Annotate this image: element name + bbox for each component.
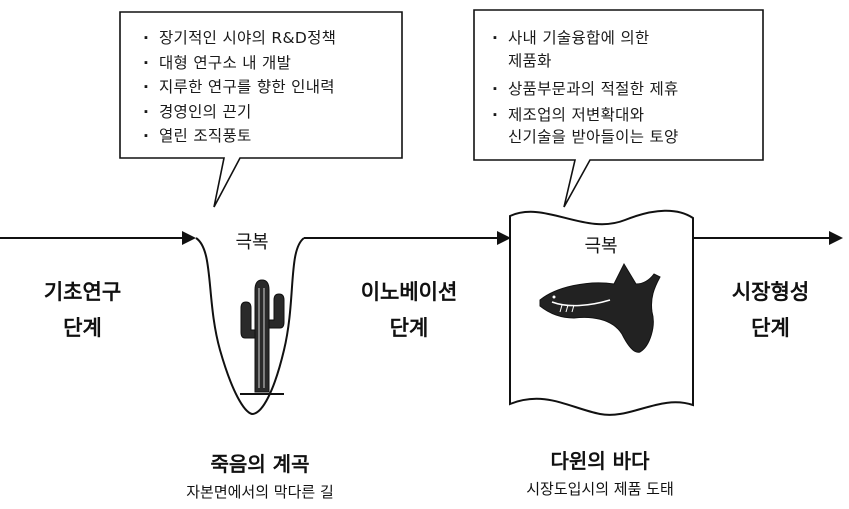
stage-innovation: 이노베이션 단계 bbox=[360, 280, 458, 340]
list-item: 경영인의 끈기 bbox=[141, 100, 336, 125]
cactus-icon bbox=[240, 279, 285, 395]
valley-of-death-subtitle: 자본면에서의 막다른 길 bbox=[186, 483, 334, 501]
bubble-right-list: 사내 기술융합에 의한 제품화 상품부문과의 적절한 제휴 제조업의 저변확대와… bbox=[490, 27, 679, 149]
darwin-sea-title: 다윈의 바다 bbox=[550, 449, 650, 473]
stage-basic-research: 기초연구 단계 bbox=[43, 280, 122, 340]
list-item: 대형 연구소 내 개발 bbox=[141, 51, 336, 76]
bubble-left-list: 장기적인 시야의 R&D정책 대형 연구소 내 개발 지루한 연구를 향한 인내… bbox=[141, 26, 336, 149]
darwin-sea-subtitle: 시장도입시의 제품 도태 bbox=[526, 480, 674, 498]
valley-of-death-title: 죽음의 계곡 bbox=[210, 452, 310, 476]
list-item: 상품부문과의 적절한 제휴 bbox=[490, 78, 679, 101]
list-item: 사내 기술융합에 의한 제품화 bbox=[490, 27, 679, 72]
valley-of-death-shape bbox=[195, 237, 305, 416]
flow-arrow-line bbox=[0, 231, 843, 245]
list-item: 장기적인 시야의 R&D정책 bbox=[141, 26, 336, 51]
list-item: 열린 조직풍토 bbox=[141, 124, 336, 149]
list-item: 지루한 연구를 향한 인내력 bbox=[141, 75, 336, 100]
shark-icon bbox=[539, 262, 661, 353]
list-item: 제조업의 저변확대와 신기술을 받아들이는 토양 bbox=[490, 104, 679, 149]
valley-overcome-label: 극복 bbox=[235, 232, 269, 253]
sea-overcome-label: 극복 bbox=[584, 236, 618, 257]
stage-market-formation: 시장형성 단계 bbox=[731, 280, 810, 340]
